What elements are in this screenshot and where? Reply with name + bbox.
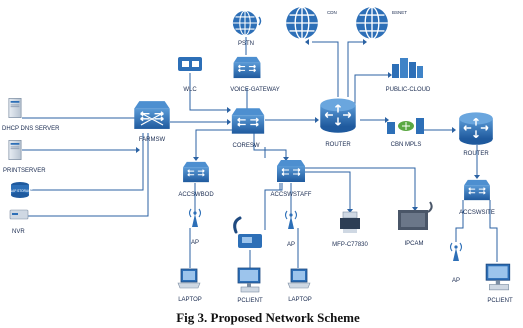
bsnet-node: BSNET	[355, 6, 407, 40]
pclient-1-node: PCLIENT	[237, 267, 263, 304]
voice-gateway-icon	[232, 56, 262, 79]
nvr-device-icon	[9, 209, 29, 220]
figure-caption: Fig 3. Proposed Network Scheme	[176, 310, 360, 325]
ap-3-node: AP	[449, 242, 463, 284]
laptop-1-node: LAPTOP	[177, 268, 202, 303]
printer-icon	[340, 211, 360, 233]
farmsw-switch-icon	[133, 100, 171, 130]
ap-antenna-icon	[449, 242, 463, 262]
pstn-phone-icon	[258, 16, 262, 26]
accswbod-label: ACCSWBOD	[178, 192, 214, 198]
ip-phone-icon	[233, 216, 262, 248]
pc-icon	[485, 263, 511, 291]
cdn-globe-icon	[285, 6, 319, 40]
mfp-label: MFP-C77830	[332, 242, 368, 248]
accswsite-label: ACCSWSITE	[459, 210, 495, 216]
link-arrows	[136, 39, 480, 213]
dhcp-dns-server-label: DHCP DNS SERVER	[2, 126, 60, 132]
ap-3-label: AP	[452, 278, 460, 284]
bsnet-label: BSNET	[392, 10, 407, 15]
accswbod-node: ACCSWBOD	[178, 161, 214, 198]
laptop-icon	[287, 268, 311, 289]
cbn-mpls-node: CBN MPLS	[387, 118, 424, 148]
voice-gateway-node: VOICE-GATEWAY	[230, 56, 280, 93]
ap-1-label: AP	[191, 240, 199, 246]
coresw-node: CORESW	[231, 107, 265, 149]
wlc-node: WLC	[178, 57, 202, 93]
ipcam-node: IPCAM	[398, 201, 433, 247]
accswbod-switch-icon	[182, 161, 210, 183]
public-cloud-node: PUBLIC-CLOUD	[386, 58, 431, 93]
bsnet-globe-icon	[355, 6, 389, 40]
accswsite-node: ACCSWSITE	[459, 179, 495, 216]
cdn-label: CDN	[327, 10, 337, 15]
nvr-label: NVR	[12, 229, 25, 235]
wlc-device-icon	[178, 57, 202, 71]
qnap-storage-label: QNAP STORAGE	[7, 189, 32, 193]
farmsw-label: FARMSW	[139, 137, 166, 143]
pclient-2-label: PCLIENT	[487, 298, 513, 304]
accswstaff-node: ACCSWSTAFF	[271, 159, 312, 198]
coresw-switch-icon	[231, 107, 265, 135]
pc-icon	[237, 267, 261, 293]
server-icon	[8, 139, 22, 161]
router-remote-node: ROUTER	[458, 111, 494, 157]
nvr-node: NVR	[9, 209, 29, 235]
camera-icon	[398, 201, 433, 230]
accswstaff-switch-icon	[276, 159, 306, 183]
pstn-label: PSTN	[238, 41, 254, 47]
links	[22, 37, 498, 268]
router-main-icon	[319, 97, 357, 134]
pstn-node: PSTN	[232, 10, 262, 47]
qnap-storage-node: QNAP STORAGE	[7, 182, 33, 198]
laptop-icon	[177, 268, 201, 289]
farmsw-node: FARMSW	[133, 100, 171, 143]
printserver-label: PRINTSERVER	[3, 168, 46, 174]
laptop-1-label: LAPTOP	[178, 297, 202, 303]
laptop-2-node: LAPTOP	[287, 268, 312, 303]
mpls-cloud-icon	[387, 118, 424, 134]
ipcam-label: IPCAM	[404, 241, 423, 247]
ip-phone-node	[233, 216, 262, 248]
ap-antenna-icon	[284, 210, 298, 230]
pclient-1-label: PCLIENT	[237, 298, 263, 304]
ap-2-node: AP	[284, 210, 298, 248]
router-main-node: ROUTER	[319, 97, 357, 148]
wlc-label: WLC	[183, 87, 197, 93]
pstn-globe-icon	[232, 10, 258, 36]
printserver-node: PRINTSERVER	[3, 139, 46, 174]
laptop-2-label: LAPTOP	[288, 297, 312, 303]
mfp-node: MFP-C77830	[332, 211, 369, 248]
public-cloud-label: PUBLIC-CLOUD	[386, 87, 431, 93]
ap-1-node: AP	[188, 208, 202, 246]
ap-2-label: AP	[287, 242, 295, 248]
server-icon	[8, 97, 22, 119]
accswstaff-label: ACCSWSTAFF	[271, 192, 312, 198]
storage-icon	[11, 182, 29, 198]
cloud-servers-icon	[392, 58, 423, 78]
coresw-label: CORESW	[233, 143, 260, 149]
cbn-mpls-label: CBN MPLS	[391, 142, 422, 148]
accswsite-switch-icon	[463, 179, 491, 201]
dhcp-dns-server-node: DHCP DNS SERVER	[2, 97, 60, 132]
voice-gateway-label: VOICE-GATEWAY	[230, 87, 280, 93]
ap-antenna-icon	[188, 208, 202, 228]
router-remote-label: ROUTER	[463, 151, 489, 157]
router-remote-icon	[458, 111, 494, 146]
router-main-label: ROUTER	[325, 142, 351, 148]
pclient-2-node: PCLIENT	[485, 263, 513, 304]
cdn-node: CDN	[285, 6, 337, 40]
